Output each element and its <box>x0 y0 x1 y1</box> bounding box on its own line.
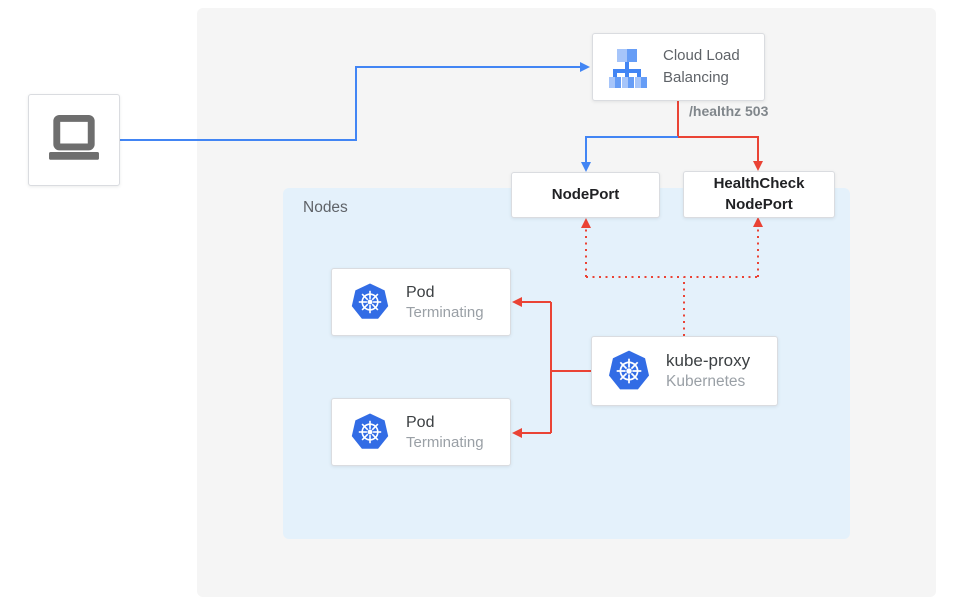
pod-top-title: Pod <box>406 283 435 301</box>
pod-bottom-node: Pod Terminating <box>331 398 511 466</box>
pod-top-node: Pod Terminating <box>331 268 511 336</box>
load-balancer-icon <box>609 49 647 88</box>
pod-top-status: Terminating <box>406 303 484 321</box>
healthz-edge-label: /healthz 503 <box>689 103 769 119</box>
kubernetes-icon <box>608 350 650 390</box>
kubernetes-icon <box>351 413 389 449</box>
kube-proxy-subtitle: Kubernetes <box>666 373 746 390</box>
pod-bottom-title: Pod <box>406 413 435 431</box>
kube-proxy-node: kube-proxy Kubernetes <box>591 336 778 406</box>
node-port-label: NodePort <box>551 185 620 203</box>
health-check-node-port-label: HealthCheck NodePort <box>713 175 805 213</box>
node-port-node: NodePort <box>511 172 660 218</box>
laptop-icon <box>49 115 99 160</box>
cloud-load-balancing-node: Cloud Load Balancing <box>592 33 765 101</box>
kube-proxy-title: kube-proxy <box>666 351 751 370</box>
client-node <box>28 94 120 186</box>
cloud-load-balancing-label: Cloud Load Balancing <box>663 47 740 86</box>
health-check-node-port-node: HealthCheck NodePort <box>683 171 835 218</box>
kubernetes-icon <box>351 283 389 319</box>
pod-bottom-status: Terminating <box>406 433 484 451</box>
nodes-group-label: Nodes <box>303 199 348 216</box>
